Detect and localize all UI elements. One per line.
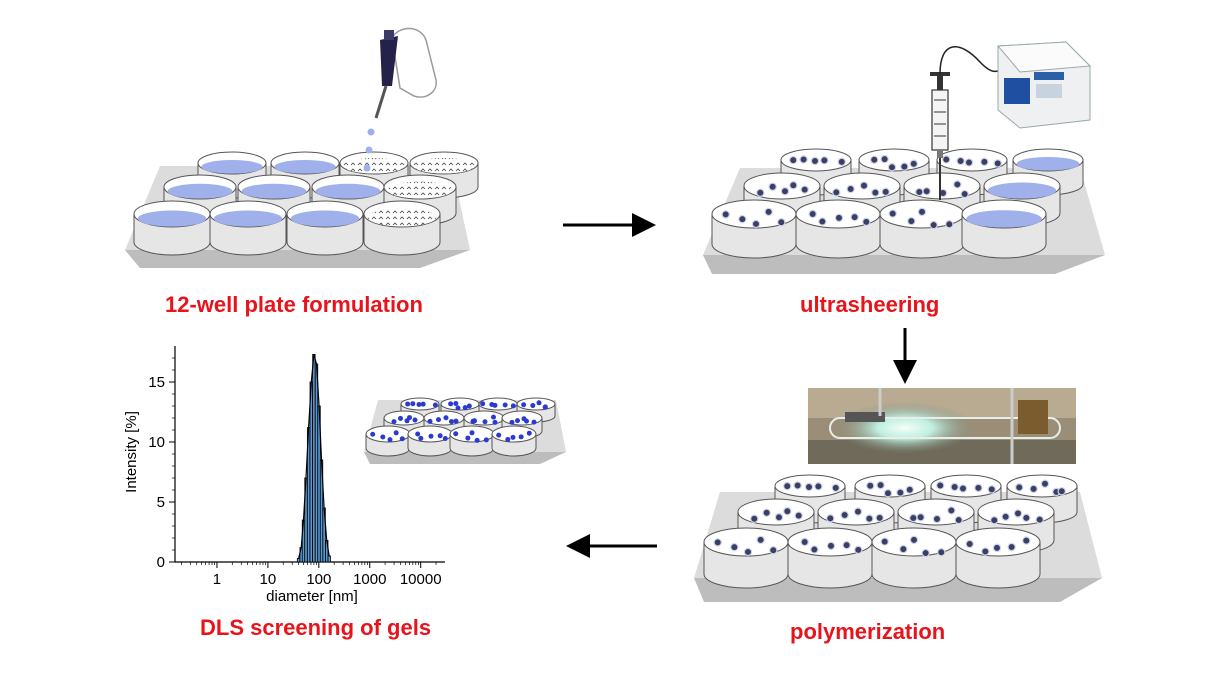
well [871, 527, 957, 589]
histogram-bar [312, 353, 316, 563]
x-tick-label: 1 [213, 571, 221, 588]
dls-caption: DLS screening of gels [200, 615, 432, 640]
well [854, 474, 926, 524]
well [286, 200, 364, 256]
well [133, 200, 211, 256]
polymerization-plate [694, 474, 1102, 602]
x-tick-label: 1000 [353, 571, 386, 588]
formulation-caption: 12-well plate formulation [165, 292, 423, 317]
well [787, 527, 873, 589]
polymerization-caption: polymerization [790, 619, 946, 644]
well [955, 527, 1041, 589]
histogram-bar [296, 558, 301, 563]
histogram-bar [327, 555, 331, 563]
histogram-bar [314, 363, 319, 563]
well [209, 200, 287, 256]
y-axis-label: Intensity [%] [123, 411, 140, 493]
y-tick-label: 15 [148, 374, 165, 391]
well [363, 200, 441, 256]
ultrasonic-device-icon [996, 41, 1092, 129]
x-tick-label: 100 [306, 571, 331, 588]
histogram-bar [309, 381, 313, 563]
x-tick-label: 10 [260, 571, 277, 588]
y-tick-label: 10 [148, 434, 165, 451]
y-tick-label: 5 [157, 494, 165, 511]
uv-lamp-photo [808, 388, 1076, 464]
well [491, 425, 537, 457]
dls-chart: 1 10 100 1000 10000 0 5 10 15 diameter [nm] Int… [123, 346, 445, 605]
well [795, 199, 881, 259]
well [449, 425, 495, 457]
y-tick-label: 0 [157, 554, 165, 571]
x-axis-label: diameter [nm] [266, 588, 358, 605]
well [711, 199, 797, 259]
well [365, 425, 411, 457]
well [961, 199, 1047, 259]
dls-plate [364, 397, 566, 464]
x-tick-label: 10000 [400, 571, 442, 588]
well [407, 425, 453, 457]
well [879, 199, 965, 259]
formulation-plate [125, 151, 479, 268]
ultrasheering-plate [703, 148, 1105, 274]
well [703, 527, 789, 589]
pipette-icon [363, 27, 437, 172]
ultrasheering-caption: ultrasheering [800, 292, 940, 317]
fit-curve [298, 354, 330, 559]
